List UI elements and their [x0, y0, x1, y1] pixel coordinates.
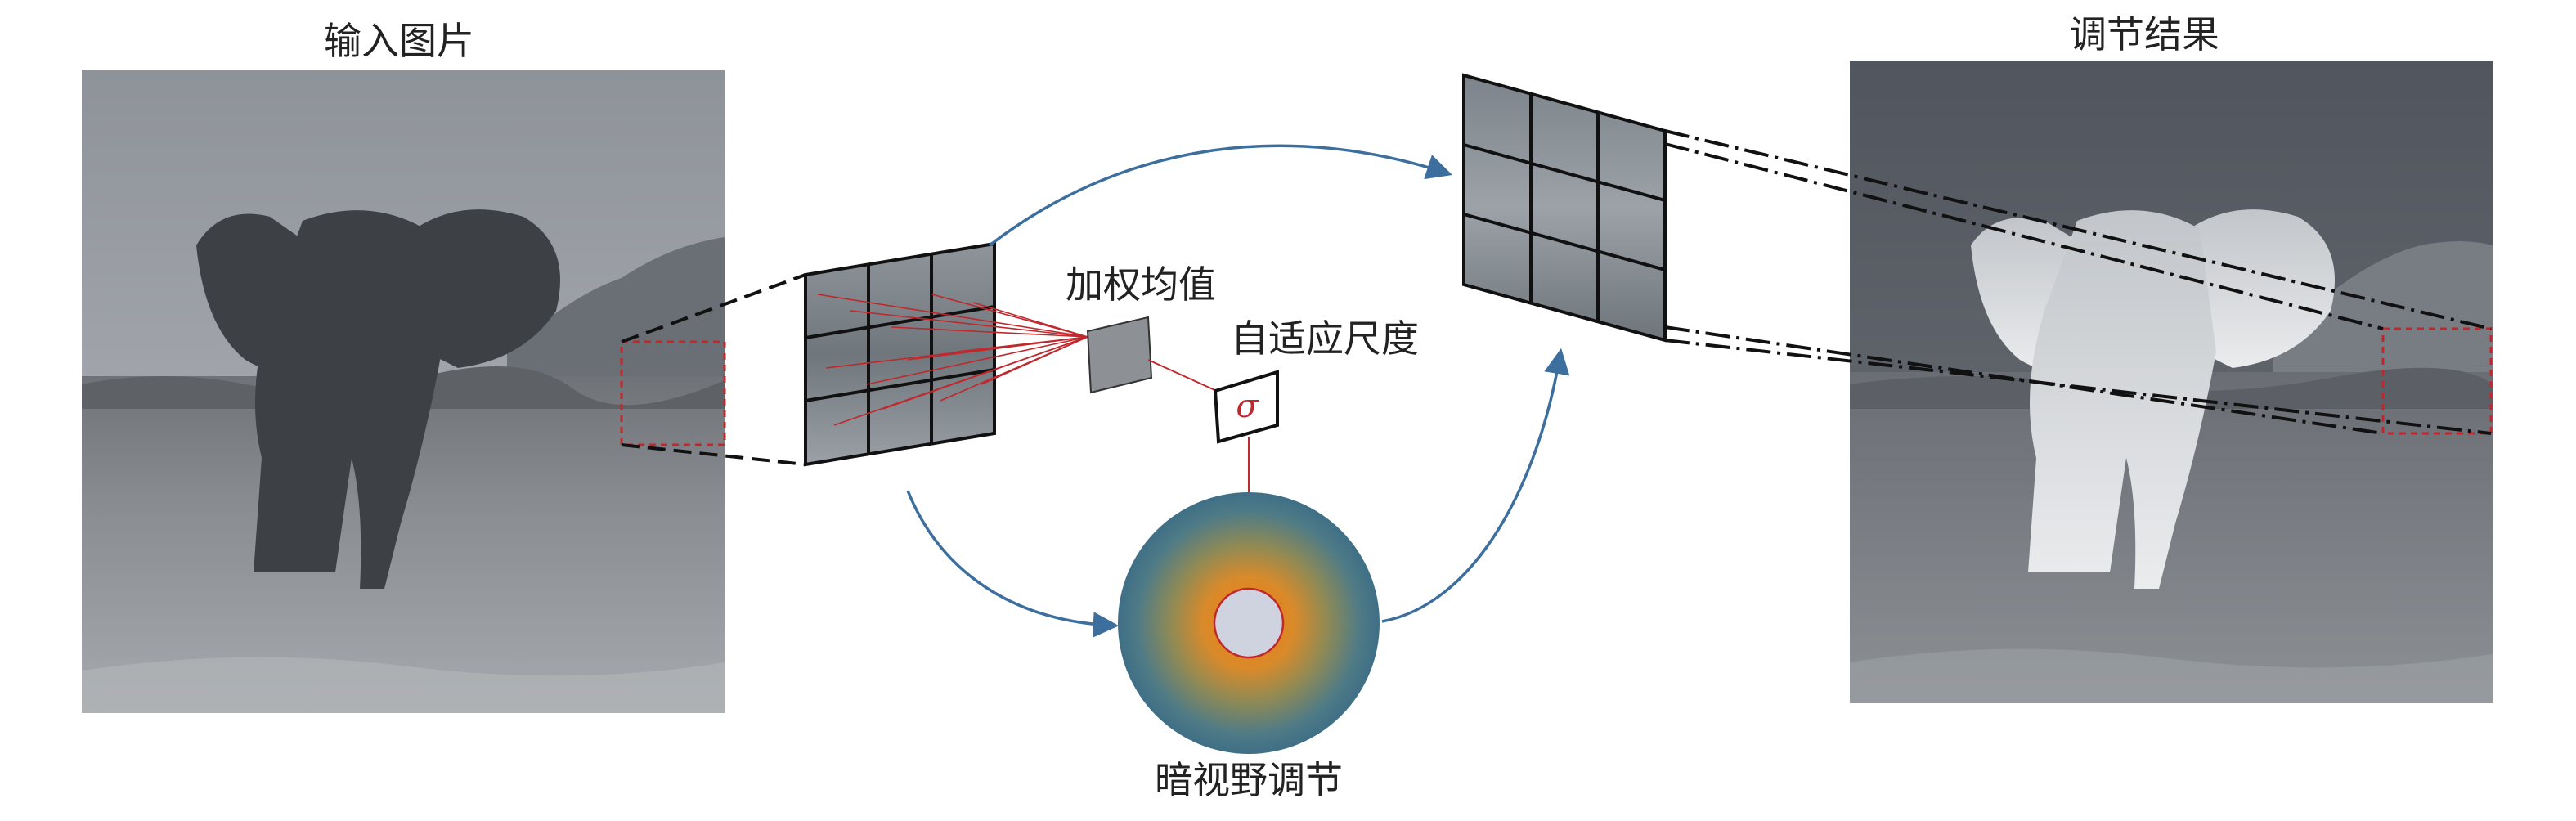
arrow-patch-to-output-patch: [988, 144, 1452, 247]
output-patch-grid: [1462, 73, 1667, 343]
input-image-title: 输入图片: [324, 19, 474, 63]
input-image: [82, 70, 726, 713]
ring-center-disk: [1213, 587, 1285, 659]
weighted-mean-square: [1086, 316, 1153, 394]
sigma-box: σ: [1213, 370, 1279, 444]
mean-to-sigma-line: [1147, 359, 1221, 393]
result-highlight-box: [2381, 327, 2493, 435]
sigma-symbol: σ: [1236, 388, 1259, 425]
result-elephant-bright: [1971, 209, 2335, 589]
weighting-lines: [817, 294, 1088, 426]
output-zoom-lines: [1664, 129, 2492, 435]
input-patch-grid: [804, 241, 996, 467]
dark-vision-ring: [1118, 492, 1380, 754]
result-image-title: 调节结果: [2069, 12, 2219, 56]
flow-arrows: [906, 144, 1570, 638]
input-elephant-silhouette: [196, 209, 560, 589]
result-image: [1850, 61, 2493, 703]
input-zoom-lines: [621, 273, 806, 466]
arrow-ring-to-output: [1381, 348, 1570, 623]
dark-vision-label: 暗视野调节: [1155, 758, 1343, 802]
input-highlight-box: [620, 340, 726, 446]
adaptive-scale-label: 自适应尺度: [1231, 316, 1419, 361]
weighted-mean-label: 加权均值: [1066, 262, 1216, 307]
arrow-input-to-ring: [906, 490, 1120, 638]
